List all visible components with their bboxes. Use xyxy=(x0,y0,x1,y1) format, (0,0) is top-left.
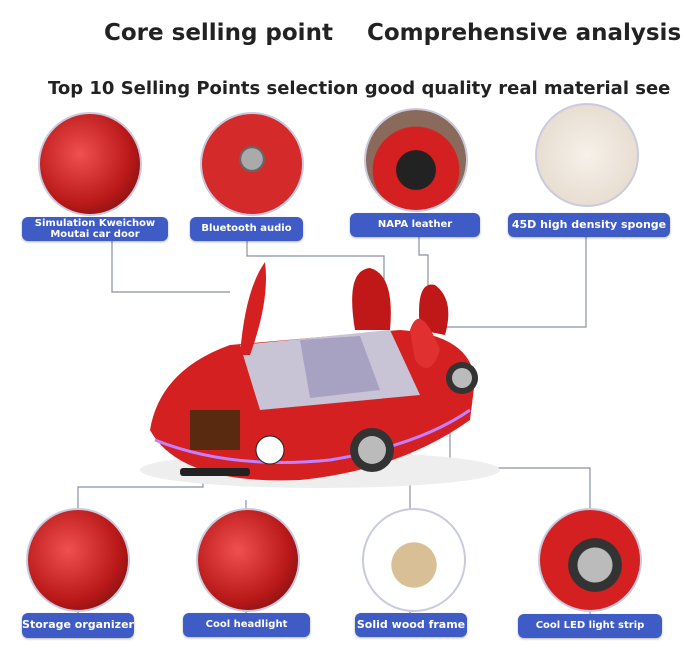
car-door-image xyxy=(38,112,142,216)
wheel-led-image xyxy=(538,508,642,612)
label-solid-wood-frame: Solid wood frame xyxy=(355,613,467,637)
sponge-image xyxy=(535,103,639,207)
comprehensive-analysis-heading: Comprehensive analysis xyxy=(367,20,682,46)
subtitle: Top 10 Selling Points selection good qua… xyxy=(48,78,671,99)
label-storage-organizer: Storage organizer xyxy=(22,613,134,638)
wood-frame-image xyxy=(362,508,466,612)
storage-image xyxy=(26,508,130,612)
label-led-light-strip: Cool LED light strip xyxy=(518,614,662,638)
label-car-door: Simulation Kweichow Moutai car door xyxy=(22,217,168,241)
speaker-image xyxy=(200,112,304,216)
core-selling-point-heading: Core selling point xyxy=(104,20,333,46)
car-bed-illustration xyxy=(140,262,500,488)
seat-image xyxy=(364,108,468,212)
label-cool-headlight: Cool headlight xyxy=(183,613,310,637)
label-napa-leather: NAPA leather xyxy=(350,213,480,237)
headlight-image xyxy=(196,508,300,612)
label-bluetooth-audio: Bluetooth audio xyxy=(190,217,303,241)
label-sponge: 45D high density sponge xyxy=(508,213,670,237)
